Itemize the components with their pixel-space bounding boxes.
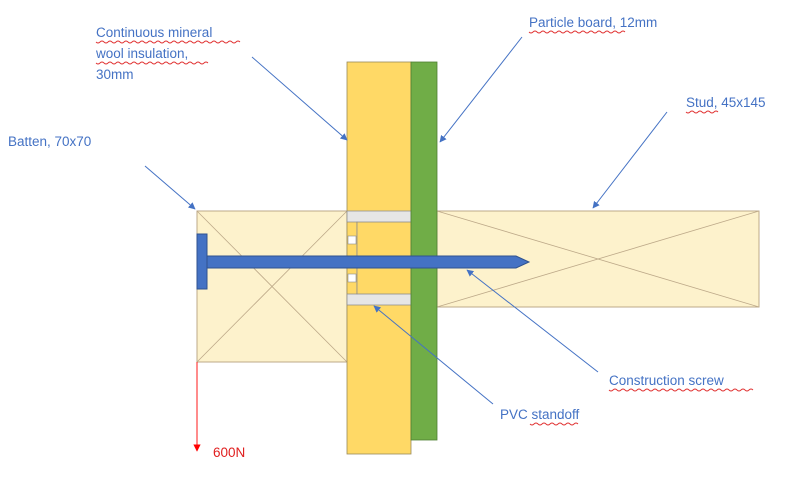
stud-leader <box>592 111 668 209</box>
particle-board-leader <box>439 36 523 143</box>
insulation-leader <box>251 56 348 141</box>
insulation-label-line3: 30mm <box>96 67 134 82</box>
construction-screw-label: Construction screw <box>609 373 724 388</box>
batten-leader <box>144 165 196 210</box>
particle-board-label: Particle board, 12mm <box>529 15 657 30</box>
stud-label: Stud, 45x145 <box>686 95 766 110</box>
construction-screw <box>196 233 531 290</box>
load-label: 600N <box>213 445 245 460</box>
pvc-standoff-label: PVC standoff <box>500 407 580 422</box>
insulation-label-line2: wool insulation, <box>95 46 188 61</box>
pvc-leader <box>373 305 494 405</box>
spellcheck-marks <box>95 30 754 426</box>
insulation-label-line1: Continuous mineral <box>96 25 212 40</box>
batten <box>196 210 348 363</box>
screw-leader <box>466 269 599 373</box>
batten-label: Batten, 70x70 <box>8 134 91 149</box>
particle-board <box>410 61 438 441</box>
